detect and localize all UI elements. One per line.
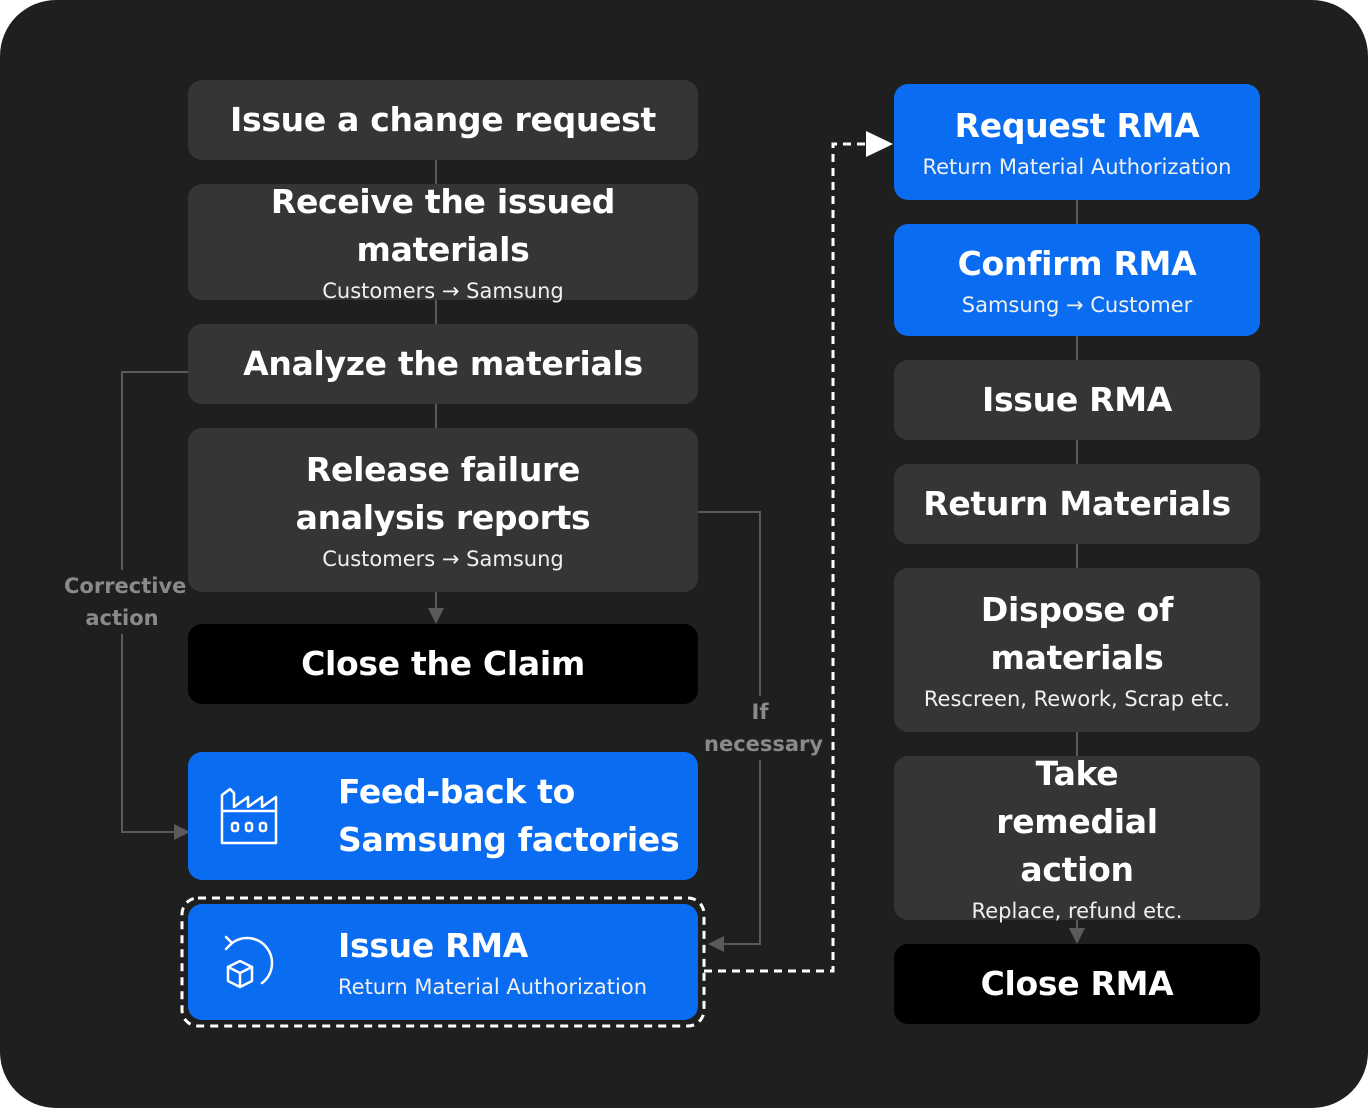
arrow-to-close-rma [1069,928,1085,944]
node-title: Release failure analysis reports [295,450,591,537]
node-subtitle: Samsung → Customer [961,293,1193,317]
node-title: Issue RMA [338,926,529,965]
dotted-link-arrow [866,131,893,157]
node-title: Close the Claim [301,644,585,683]
node-title-line2: Samsung factories [338,820,680,859]
return-box-icon [218,931,280,993]
corrective-label-line2: action [85,606,159,630]
node-title: Take remedial action [996,754,1158,889]
node-subtitle: Rescreen, Rework, Scrap etc. [923,687,1231,711]
node-issue-rma-left: Issue RMA Return Material Authorization [188,904,698,1020]
node-issue-change-request: Issue a change request [188,80,698,160]
node-title-line1: Feed-back to [338,772,576,811]
node-release-reports: Release failure analysis reports Custome… [188,428,698,592]
node-title: Return Materials [923,484,1231,523]
node-subtitle: Replace, refund etc. [971,899,1183,923]
node-subtitle: Return Material Authorization [338,975,648,999]
corrective-action-label: Corrective action [64,570,187,634]
arrow-to-issue-rma [708,936,724,952]
if-necessary-label: If necessary [704,696,824,760]
node-receive-materials: Receive the issued materials Customers →… [188,182,698,303]
node-feedback-factories: Feed-back to Samsung factories [188,752,698,880]
node-title: Receive the issued materials [270,182,616,269]
node-confirm-rma: Confirm RMA Samsung → Customer [894,224,1260,336]
node-close-claim: Close the Claim [188,624,698,704]
necessary-label-line1: If [751,700,769,724]
node-title: Analyze the materials [243,344,643,383]
issue-rma-highlight [180,896,706,1028]
arrow-to-close-claim [428,608,444,624]
node-close-rma: Close RMA [894,944,1260,1024]
node-title: Request RMA [954,106,1200,145]
node-remedial-action: Take remedial action Replace, refund etc… [894,754,1260,923]
node-title: Issue a change request [230,100,656,139]
node-title: Dispose of materials [980,590,1174,677]
node-subtitle: Customers → Samsung [322,547,564,571]
node-title: Confirm RMA [957,244,1197,283]
node-subtitle: Customers → Samsung [322,279,564,303]
dotted-link-line [704,142,870,973]
node-title: Close RMA [980,964,1174,1003]
node-dispose-materials: Dispose of materials Rescreen, Rework, S… [894,568,1260,732]
node-issue-rma-right: Issue RMA [894,360,1260,440]
necessary-label-line2: necessary [704,732,824,756]
arrow-to-feedback [174,824,190,840]
factory-icon [218,785,280,847]
corrective-label-line1: Corrective [64,574,187,598]
node-subtitle: Return Material Authorization [922,155,1232,179]
node-title: Issue RMA [981,380,1172,419]
node-request-rma: Request RMA Return Material Authorizatio… [894,84,1260,200]
node-analyze-materials: Analyze the materials [188,324,698,404]
node-return-materials: Return Materials [894,464,1260,544]
